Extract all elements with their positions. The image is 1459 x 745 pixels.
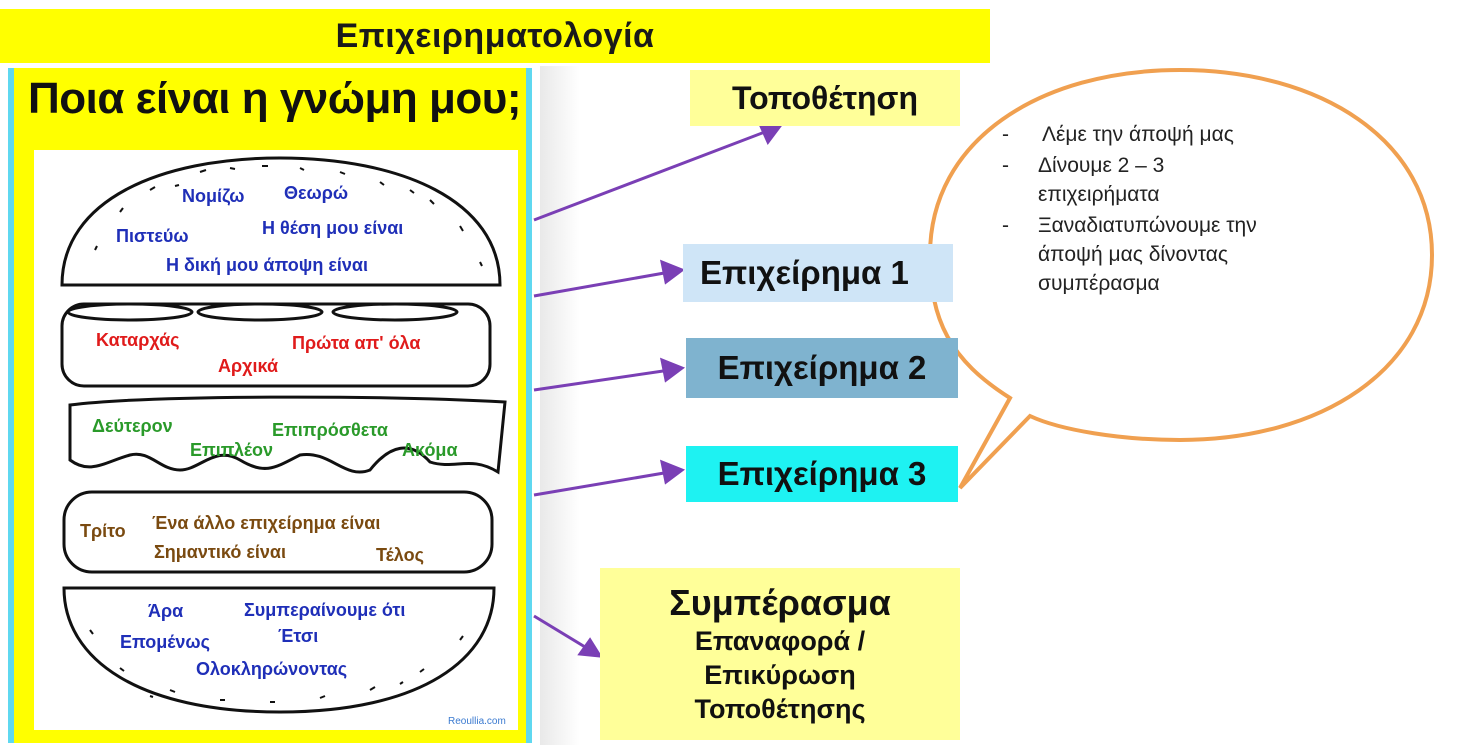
arrowhead-conclusion [577, 637, 603, 658]
top-bun [60, 156, 502, 287]
word-top-4: Η θέση μου είναι [262, 218, 404, 238]
layer-2-shape [68, 395, 507, 475]
word-l1-3: Αρχικά [218, 356, 279, 376]
poster-heading: Ποια είναι η γνώμη μου; [28, 74, 522, 123]
arrows [533, 122, 783, 658]
title-bar: Επιχειρηματολογία [0, 9, 990, 63]
word-bottom-4: Έτσι [278, 626, 319, 646]
label-conclusion-title: Συμπέρασμα [669, 582, 891, 623]
bottom-bun [62, 586, 496, 714]
bubble-list: Λέμε την άποψή μας Δίνουμε 2 – 3 επιχειρ… [986, 120, 1346, 298]
label-conclusion-sub-3: Τοποθέτησης [694, 694, 866, 724]
label-position-text: Τοποθέτηση [732, 79, 918, 116]
bubble-item-1: Λέμε την άποψή μας [986, 120, 1346, 149]
arrowhead-position [757, 122, 783, 145]
page-title: Επιχειρηματολογία [335, 16, 655, 55]
layer-1-bumps [66, 302, 459, 322]
arrow-to-arg1 [533, 270, 671, 298]
word-l2-2: Επιπρόσθετα [272, 420, 388, 440]
label-argument-2-text: Επιχείρημα 2 [717, 349, 927, 386]
word-bottom-5: Ολοκληρώνοντας [196, 659, 348, 679]
arrowhead-arg2 [659, 357, 686, 383]
word-l2-3: Επιπλέον [190, 440, 274, 460]
word-l2-1: Δεύτερον [92, 416, 173, 436]
credit-text: Reoullia.com [448, 716, 506, 727]
word-l1-2: Πρώτα απ' όλα [292, 333, 421, 353]
word-bottom-3: Επομένως [120, 632, 210, 652]
arrow-to-position [533, 128, 771, 222]
word-l3-1: Τρίτο [80, 521, 126, 541]
label-conclusion: Συμπέρασμα Επαναφορά / Επικύρωση Τοποθέτ… [600, 568, 960, 740]
label-argument-2: Επιχείρημα 2 [686, 338, 958, 398]
word-bottom-2: Συμπεραίνουμε ότι [244, 600, 406, 620]
bubble-item-3: Ξαναδιατυπώνουμε την άποψή μας δίνοντας … [986, 211, 1288, 298]
word-l3-2: Ένα άλλο επιχείρημα είναι [152, 513, 381, 533]
word-l3-4: Τέλος [376, 545, 424, 565]
word-top-3: Πιστεύω [116, 226, 189, 246]
label-conclusion-sub-1: Επαναφορά / [694, 626, 866, 656]
label-argument-3-text: Επιχείρημα 3 [717, 455, 927, 492]
word-top-5: Η δική μου άποψη είναι [166, 255, 368, 275]
label-position: Τοποθέτηση [690, 70, 960, 126]
sesame-seeds [94, 165, 483, 267]
word-top-1: Νομίζω [182, 186, 245, 206]
label-argument-1: Επιχείρημα 1 [683, 244, 953, 302]
label-argument-3: Επιχείρημα 3 [686, 446, 958, 502]
bubble-item-2: Δίνουμε 2 – 3 επιχειρήματα [986, 151, 1238, 209]
arrowhead-arg1 [659, 259, 686, 285]
word-top-2: Θεωρώ [284, 183, 349, 203]
bubble-text: Λέμε την άποψή μας Δίνουμε 2 – 3 επιχειρ… [986, 120, 1346, 300]
arrow-to-arg3 [533, 470, 671, 497]
label-argument-1-text: Επιχείρημα 1 [700, 254, 909, 291]
arrow-to-arg2 [533, 368, 671, 392]
arrow-to-conclusion [533, 614, 591, 652]
word-l1-1: Καταρχάς [96, 330, 180, 350]
word-l2-4: Ακόμα [402, 440, 458, 460]
layer-3-shape [62, 490, 494, 574]
arrowhead-arg3 [659, 459, 686, 485]
label-conclusion-sub-2: Επικύρωση [704, 660, 856, 690]
word-bottom-1: Άρα [148, 601, 184, 621]
word-l3-3: Σημαντικό είναι [154, 542, 286, 562]
bottom-seeds [89, 629, 464, 703]
